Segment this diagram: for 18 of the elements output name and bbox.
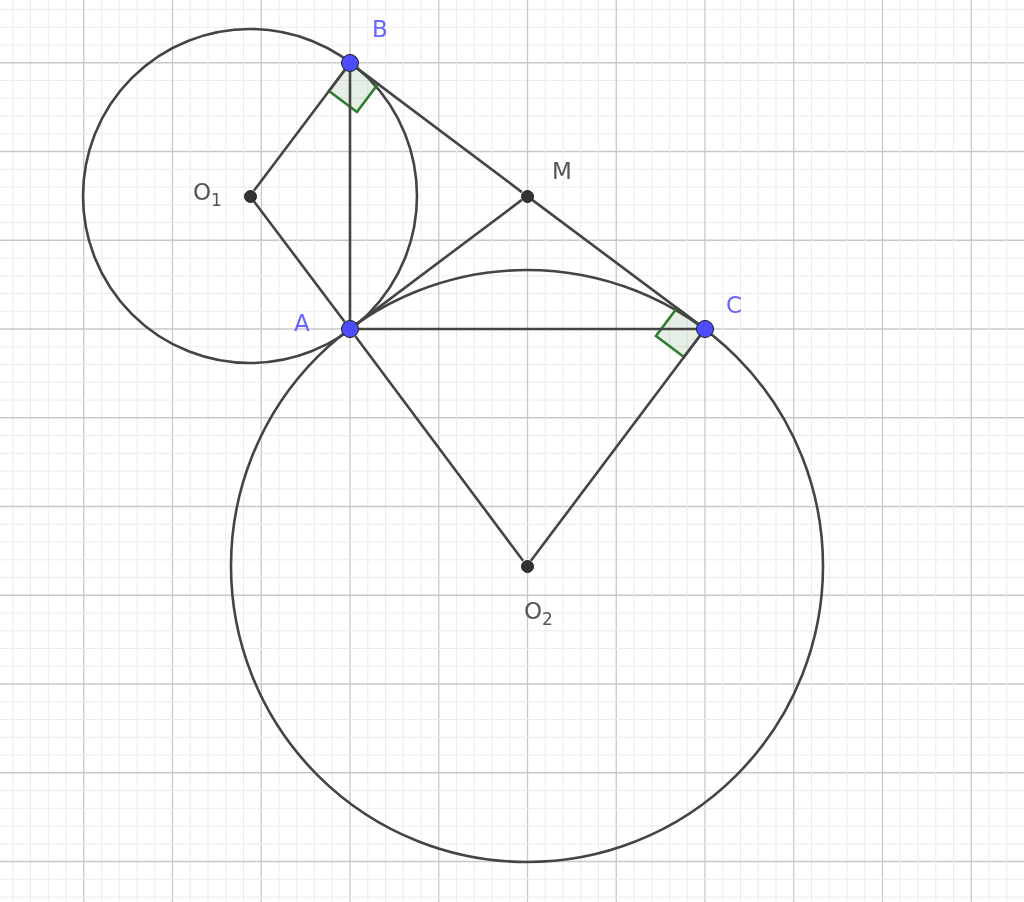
line-segment [529,335,701,562]
point-label: B [372,18,388,41]
line-segment [348,72,352,320]
line-segment [252,200,346,323]
point-marker [341,54,359,72]
point-label: M [552,160,572,183]
point-label: O$_{2}$ [524,600,553,628]
point-marker [696,320,714,338]
point-label: C [726,294,743,317]
line-segment [356,198,523,325]
line-segment [359,327,696,331]
point-label: O$_{1}$ [193,181,222,209]
line-segment [356,67,523,194]
point-marker [341,320,359,338]
line-segment [252,69,346,192]
line-segment [531,198,699,325]
line-segment [354,335,525,562]
point-label: A [294,312,310,335]
